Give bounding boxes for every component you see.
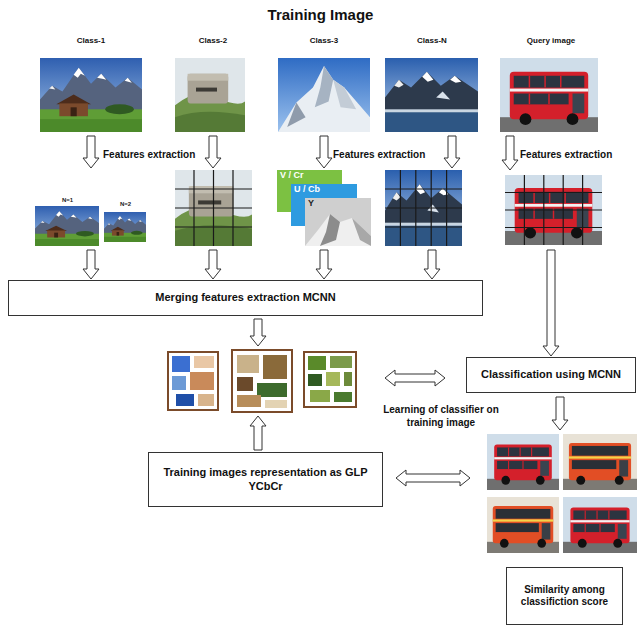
- process-box: Classification using MCNN: [466, 357, 636, 393]
- box-text: Training images representation as GLP YC…: [155, 466, 376, 492]
- annotation-label: Features extraction: [520, 149, 612, 162]
- image-column: Class-1N=1N=2: [30, 36, 152, 248]
- flow-arrow: [424, 250, 440, 279]
- feature-images-part: [104, 212, 146, 242]
- training-collages-part: [308, 356, 326, 370]
- box-text: Classification using MCNN: [473, 368, 629, 381]
- column-heading: Class-1: [30, 36, 152, 45]
- extraction-arrows-part: [205, 136, 221, 168]
- image-column: Class-2: [170, 36, 256, 248]
- extraction-arrows: [83, 136, 518, 170]
- annotation-label: Features extraction: [103, 149, 195, 162]
- training-collages-part: [237, 377, 253, 391]
- feature-images-part: [385, 170, 462, 246]
- training-collages: [168, 350, 356, 412]
- training-collages-part: [334, 392, 352, 402]
- training-collages-part: [237, 355, 259, 373]
- flow-arrows-part: [250, 319, 266, 346]
- annotation-label: Learning of classifier on training image: [380, 404, 502, 429]
- feature-images-part: [505, 175, 602, 245]
- process-box: Merging features extraction MCNN: [8, 280, 483, 316]
- training-collages-part: [257, 383, 287, 397]
- flow-arrow: [316, 250, 332, 279]
- class-photos-part: [40, 58, 142, 132]
- flow-arrow: [83, 250, 99, 279]
- extraction-arrows-part: [502, 136, 518, 170]
- class-photos-part: [385, 58, 478, 132]
- image-column: Class-3 V / Cr U / Cb Y: [272, 36, 376, 248]
- feature-images-part: [320, 214, 340, 246]
- feature-images-part: [35, 206, 99, 246]
- feature-images-part: [175, 170, 252, 246]
- training-collages-part: [310, 390, 330, 402]
- annotation-label: Features extraction: [333, 149, 425, 162]
- box-text: Merging features extraction MCNN: [15, 291, 476, 304]
- extraction-arrows-part: [444, 136, 460, 168]
- column-heading: Class-3: [272, 36, 376, 45]
- retrieved-bus-images: [487, 434, 637, 553]
- training-collages-part: [190, 372, 214, 390]
- channel-label: Y: [308, 199, 314, 208]
- flow-arrow: [205, 250, 221, 279]
- retrieved-bus-images-part: [563, 497, 637, 553]
- training-collages-part: [308, 374, 322, 386]
- feature-images-part: [505, 175, 602, 245]
- training-collages-part: [172, 356, 190, 372]
- feature-images-part: [352, 218, 371, 246]
- flow-arrows-part: [396, 470, 470, 486]
- training-collages-part: [232, 350, 292, 412]
- channel-label: U / Cb: [294, 185, 320, 194]
- training-collages-part: [168, 352, 218, 410]
- training-collages-part: [176, 394, 194, 406]
- class-photos: [40, 58, 598, 132]
- process-box: Similarity among classifiction score: [506, 567, 623, 625]
- channel-label: N=1: [62, 197, 73, 203]
- column-heading: Class-2: [170, 36, 256, 45]
- flow-arrows-part: [552, 397, 568, 430]
- training-collages-part: [194, 356, 214, 368]
- flow-arrows-part: [250, 416, 266, 450]
- class-photos-part: [500, 58, 598, 132]
- process-box: Training images representation as GLP YC…: [148, 452, 383, 507]
- extraction-arrows-part: [316, 136, 332, 168]
- training-collages-part: [304, 352, 356, 407]
- training-collages-part: [237, 395, 261, 407]
- retrieved-bus-images-part: [563, 434, 637, 490]
- class-photos-part: [278, 58, 370, 132]
- feature-images-part: [385, 170, 462, 246]
- feature-images: [35, 170, 602, 246]
- column-heading: Query image: [496, 36, 606, 45]
- retrieved-bus-images-part: [487, 434, 559, 490]
- training-collages-part: [330, 356, 352, 368]
- channel-label: V / Cr: [280, 171, 304, 180]
- class-photos-part: [175, 58, 245, 132]
- feature-images-part: [305, 198, 371, 246]
- extraction-arrows-part: [83, 136, 99, 168]
- channel-label: N=2: [120, 201, 131, 207]
- image-column: Class-N: [380, 36, 484, 248]
- flow-arrow: [543, 250, 559, 356]
- training-collages-part: [265, 400, 287, 408]
- feature-images-part: [305, 214, 371, 246]
- diagram-title: Training Image: [0, 6, 641, 23]
- training-collages-part: [198, 394, 214, 406]
- training-collages-part: [263, 355, 287, 379]
- column-heading: Class-N: [380, 36, 484, 45]
- training-collages-part: [344, 372, 352, 386]
- flow-arrows-part: [385, 370, 445, 386]
- retrieved-bus-images-part: [487, 497, 559, 553]
- training-collages-part: [172, 376, 186, 390]
- training-collages-part: [326, 372, 340, 386]
- image-column: Query image: [496, 36, 606, 248]
- feature-images-part: [175, 170, 252, 246]
- box-text: Similarity among classifiction score: [513, 584, 616, 608]
